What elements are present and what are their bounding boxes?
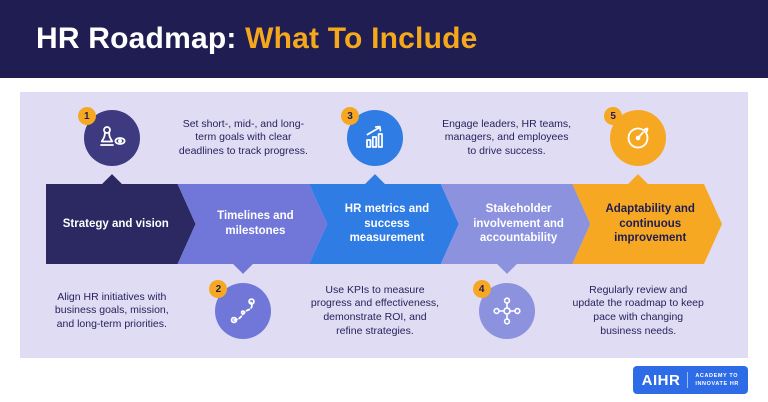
step-icon-wrap: 4 xyxy=(472,280,535,339)
step-note: Use KPIs to measure progress and effecti… xyxy=(310,283,440,337)
step-arrow-5: Adaptability and continuous improvement xyxy=(572,184,722,264)
step-arrow-segment: Stakeholder involvement and accountabili… xyxy=(441,184,573,274)
step-arrow-1: Strategy and vision xyxy=(46,184,196,264)
title-highlight: What To Include xyxy=(245,22,478,55)
step-arrow-segment: Strategy and vision xyxy=(46,174,178,264)
step-column-3: 3 Use KPIs xyxy=(309,92,441,358)
step-note: Align HR initiatives with business goals… xyxy=(54,290,169,330)
step-note: Engage leaders, HR teams, managers, and … xyxy=(442,117,572,157)
step-arrow-segment: Adaptability and continuous improvement xyxy=(572,174,704,264)
step-note: Regularly review and update the roadmap … xyxy=(572,283,704,337)
step-number-badge: 4 xyxy=(472,280,491,298)
step-label: Strategy and vision xyxy=(62,217,169,230)
step-arrow-4: Stakeholder involvement and accountabili… xyxy=(441,184,591,264)
roadmap-panel: 1 Align HR xyxy=(20,92,748,358)
step-label: Timelines and milestones xyxy=(217,210,294,237)
step-arrow-3: HR metrics and success measurement xyxy=(309,184,459,264)
adaptability-icon xyxy=(610,110,667,166)
title-prefix: HR Roadmap: xyxy=(36,22,246,55)
step-arrow-segment: Timelines and milestones xyxy=(178,184,310,274)
brand-tagline: ACADEMY TO INNOVATE HR xyxy=(695,372,739,389)
step-column-4: Engage leaders, HR teams, managers, and … xyxy=(441,92,573,358)
step-number-badge: 5 xyxy=(604,107,623,125)
step-arrow-2: Timelines and milestones xyxy=(178,184,328,264)
tagline-line-1: ACADEMY TO xyxy=(695,372,739,379)
step-icon-wrap: 5 xyxy=(604,107,667,166)
step-column-5: 5 Regularly review and updat xyxy=(572,92,704,358)
step-column-2: Set short-, mid-, and long-term goals wi… xyxy=(178,92,310,358)
page-title: HR Roadmap: What To Include xyxy=(36,22,478,56)
step-icon-wrap: 3 xyxy=(340,107,403,166)
step-label: HR metrics and success measurement xyxy=(344,202,430,245)
step-arrow-segment: HR metrics and success measurement xyxy=(309,174,441,264)
logo-divider xyxy=(687,372,689,388)
header: HR Roadmap: What To Include xyxy=(0,0,768,78)
step-note: Set short-, mid-, and long-term goals wi… xyxy=(178,117,308,157)
columns: 1 Align HR xyxy=(46,92,704,358)
step-icon-wrap: 1 xyxy=(77,107,140,166)
step-label: Adaptability and continuous improvement xyxy=(605,202,695,245)
step-number-badge: 1 xyxy=(77,107,96,125)
step-number-badge: 2 xyxy=(209,280,228,298)
step-label: Stakeholder involvement and accountabili… xyxy=(473,202,564,245)
brand-logo: AIHR ACADEMY TO INNOVATE HR xyxy=(632,366,748,394)
step-column-1: 1 Align HR xyxy=(46,92,178,358)
brand-name: AIHR xyxy=(641,371,681,389)
step-number-badge: 3 xyxy=(340,107,359,125)
step-icon-wrap: 2 xyxy=(209,280,272,339)
tagline-line-2: INNOVATE HR xyxy=(695,381,739,387)
roadmap-arrows: Strategy and vision Timelines and milest… xyxy=(46,174,704,274)
